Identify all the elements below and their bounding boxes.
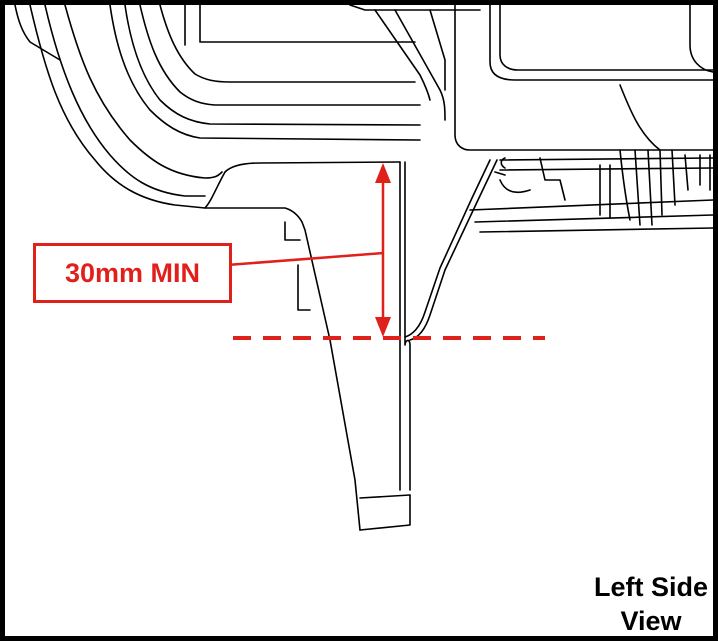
upper-right-block bbox=[489, 5, 713, 81]
mechanism bbox=[539, 157, 566, 201]
callout-leader bbox=[226, 251, 385, 267]
technical-drawing bbox=[14, 5, 713, 531]
bracket-outline bbox=[359, 494, 411, 531]
post-right-edge bbox=[404, 161, 411, 491]
rear-edge bbox=[494, 171, 506, 176]
housing-contour bbox=[109, 5, 421, 141]
upper-right-block bbox=[499, 5, 713, 71]
bracket-outline bbox=[297, 264, 311, 311]
dimension-callout: 30mm MIN bbox=[33, 243, 232, 303]
housing-contour bbox=[124, 5, 421, 126]
view-caption-line2: View bbox=[620, 606, 682, 636]
mechanism bbox=[634, 149, 653, 226]
housing-outline bbox=[29, 5, 401, 209]
dimension-arrowhead-bottom bbox=[375, 317, 391, 337]
upper-right-block bbox=[619, 84, 661, 151]
housing-contour bbox=[64, 5, 223, 179]
bracket-outline bbox=[359, 494, 411, 499]
view-caption-line1: Left Side bbox=[593, 572, 708, 602]
rear-edge bbox=[409, 159, 498, 341]
mechanism bbox=[499, 179, 531, 194]
housing-contour bbox=[159, 5, 416, 83]
housing-contour bbox=[349, 5, 481, 11]
mechanism bbox=[469, 199, 713, 233]
mechanism bbox=[659, 149, 689, 216]
view-caption: Left Side View bbox=[581, 570, 718, 638]
mechanism bbox=[619, 149, 631, 221]
housing-contour bbox=[139, 5, 421, 106]
housing-contour bbox=[44, 5, 206, 197]
dimension-label: 30mm MIN bbox=[64, 257, 201, 288]
upper-right-block bbox=[689, 5, 713, 73]
housing-contour bbox=[374, 9, 431, 101]
rear-edge bbox=[404, 159, 491, 338]
dimension-arrowhead-top bbox=[375, 163, 391, 183]
housing-contour bbox=[394, 9, 446, 121]
housing-contour bbox=[14, 5, 61, 61]
housing-contour bbox=[184, 5, 416, 46]
mechanism bbox=[599, 164, 611, 219]
bracket-outline bbox=[204, 207, 361, 531]
bracket-outline bbox=[284, 221, 301, 241]
mechanism bbox=[499, 157, 713, 171]
mechanism bbox=[699, 154, 711, 191]
upper-right-block bbox=[454, 5, 713, 151]
mechanism bbox=[500, 157, 506, 169]
housing-contour bbox=[429, 9, 446, 91]
